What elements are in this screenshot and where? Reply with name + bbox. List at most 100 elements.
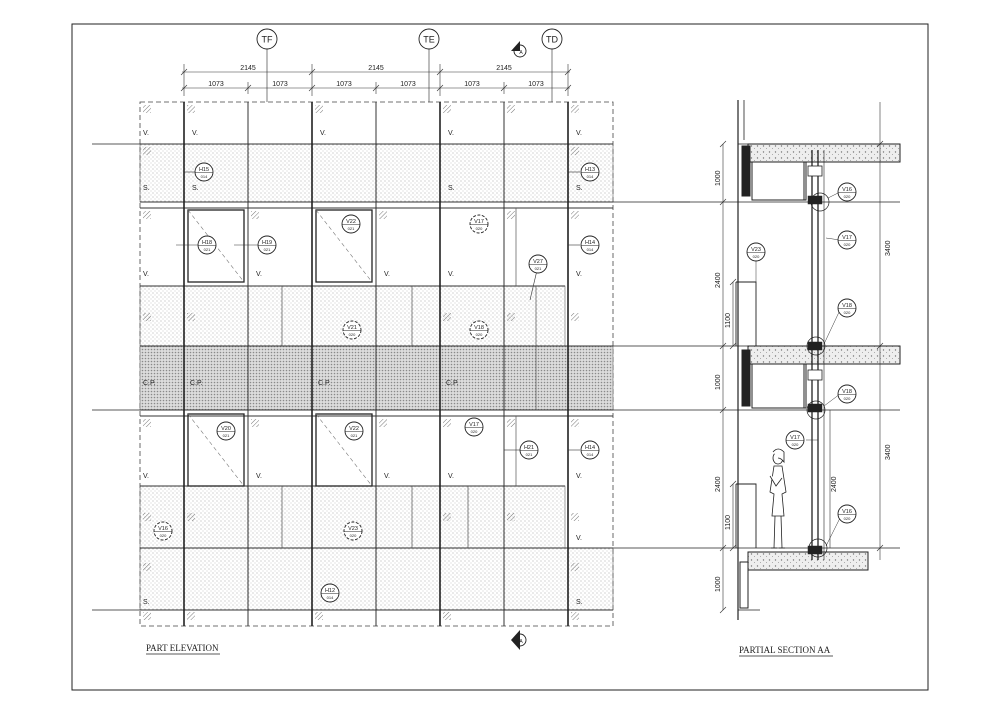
floor-slab: [747, 551, 869, 571]
svg-text:A: A: [519, 50, 523, 56]
dimension-text: 1073: [528, 81, 544, 88]
svg-text:H14: H14: [585, 445, 595, 451]
svg-text:V22: V22: [349, 426, 359, 432]
svg-text:021: 021: [223, 433, 230, 438]
cladding-mark: C.P.: [446, 380, 459, 387]
operable-window: [315, 413, 373, 487]
dimension-text: 3400: [885, 444, 892, 460]
cladding-mark: C.P.: [318, 380, 331, 387]
grid-bubble-te: TE: [418, 28, 440, 50]
spandrel-mark: S.: [143, 599, 150, 606]
svg-text:021: 021: [351, 433, 358, 438]
svg-text:014: 014: [587, 247, 594, 252]
vision-mark: V.: [143, 473, 149, 480]
svg-text:TD: TD: [546, 35, 558, 45]
svg-text:021: 021: [348, 226, 355, 231]
svg-text:021: 021: [535, 266, 542, 271]
svg-text:020: 020: [844, 396, 851, 401]
svg-text:020: 020: [792, 442, 799, 447]
operable-window: [187, 413, 245, 487]
dimension-text: 1000: [715, 576, 722, 592]
svg-text:V18: V18: [842, 389, 852, 395]
svg-text:V17: V17: [469, 422, 479, 428]
vision-mark: V.: [576, 473, 582, 480]
section-title: PARTIAL SECTION AA: [739, 645, 831, 655]
spandrel-box: [739, 561, 749, 609]
dimension-text: 1000: [715, 170, 722, 186]
dimension-text: 2145: [496, 65, 512, 72]
svg-text:V17: V17: [790, 435, 800, 441]
vision-mark: V.: [576, 535, 582, 542]
vision-mark: V.: [384, 271, 390, 278]
svg-text:V17: V17: [842, 235, 852, 241]
operable-window: [315, 209, 373, 283]
dimension-text: 2145: [368, 65, 384, 72]
spandrel-mark: S.: [576, 185, 583, 192]
svg-text:020: 020: [471, 429, 478, 434]
svg-text:014: 014: [587, 174, 594, 179]
svg-text:020: 020: [476, 332, 483, 337]
vision-mark: V.: [143, 130, 149, 137]
vision-mark: V.: [192, 130, 198, 137]
section-marker-top: A: [511, 41, 527, 58]
section-marker-bottom: A: [511, 630, 527, 650]
section-dimensions-left: [719, 140, 737, 614]
svg-text:H18: H18: [202, 240, 212, 246]
vision-mark: V.: [576, 271, 582, 278]
svg-text:V16: V16: [842, 187, 852, 193]
svg-text:A: A: [519, 639, 523, 645]
svg-text:V16: V16: [842, 509, 852, 515]
svg-text:TF: TF: [262, 35, 273, 45]
dimension-text: 1073: [464, 81, 480, 88]
sheet-border: [71, 23, 929, 691]
dimension-text: 1000: [715, 374, 722, 390]
svg-text:014: 014: [201, 174, 208, 179]
svg-text:020: 020: [844, 194, 851, 199]
section-dimensions-right: [829, 102, 884, 560]
dimension-text: 1073: [272, 81, 288, 88]
svg-text:021: 021: [526, 452, 533, 457]
svg-text:020: 020: [844, 310, 851, 315]
dimension-text: 1073: [400, 81, 416, 88]
dimension-text: 2400: [831, 476, 838, 492]
spandrel-box: [751, 363, 807, 409]
dimension-text: 2400: [715, 272, 722, 288]
svg-text:V16: V16: [158, 526, 168, 532]
partial-section-aa: 1000 2400 1100 1000 2400 1100 1000 3400 …: [660, 100, 901, 657]
svg-text:H15: H15: [199, 167, 209, 173]
svg-text:TE: TE: [423, 35, 435, 45]
dimension-text: 1073: [208, 81, 224, 88]
grid-bubble-td: TD: [541, 28, 563, 50]
vision-mark: V.: [448, 271, 454, 278]
spandrel-mark: S.: [448, 185, 455, 192]
svg-text:V20: V20: [221, 426, 231, 432]
svg-text:H14: H14: [585, 240, 595, 246]
person-scale-figure: [769, 448, 787, 549]
vision-mark: V.: [576, 130, 582, 137]
svg-text:V18: V18: [474, 325, 484, 331]
operable-window: [187, 209, 245, 283]
spandrel-mark: S.: [192, 185, 199, 192]
vision-mark: V.: [448, 130, 454, 137]
dimension-text: 1100: [725, 515, 732, 530]
svg-text:020: 020: [753, 254, 760, 259]
dimension-text: 1073: [336, 81, 352, 88]
svg-text:020: 020: [349, 332, 356, 337]
svg-text:020: 020: [160, 533, 167, 538]
svg-text:020: 020: [476, 226, 483, 231]
svg-text:014: 014: [327, 595, 334, 600]
